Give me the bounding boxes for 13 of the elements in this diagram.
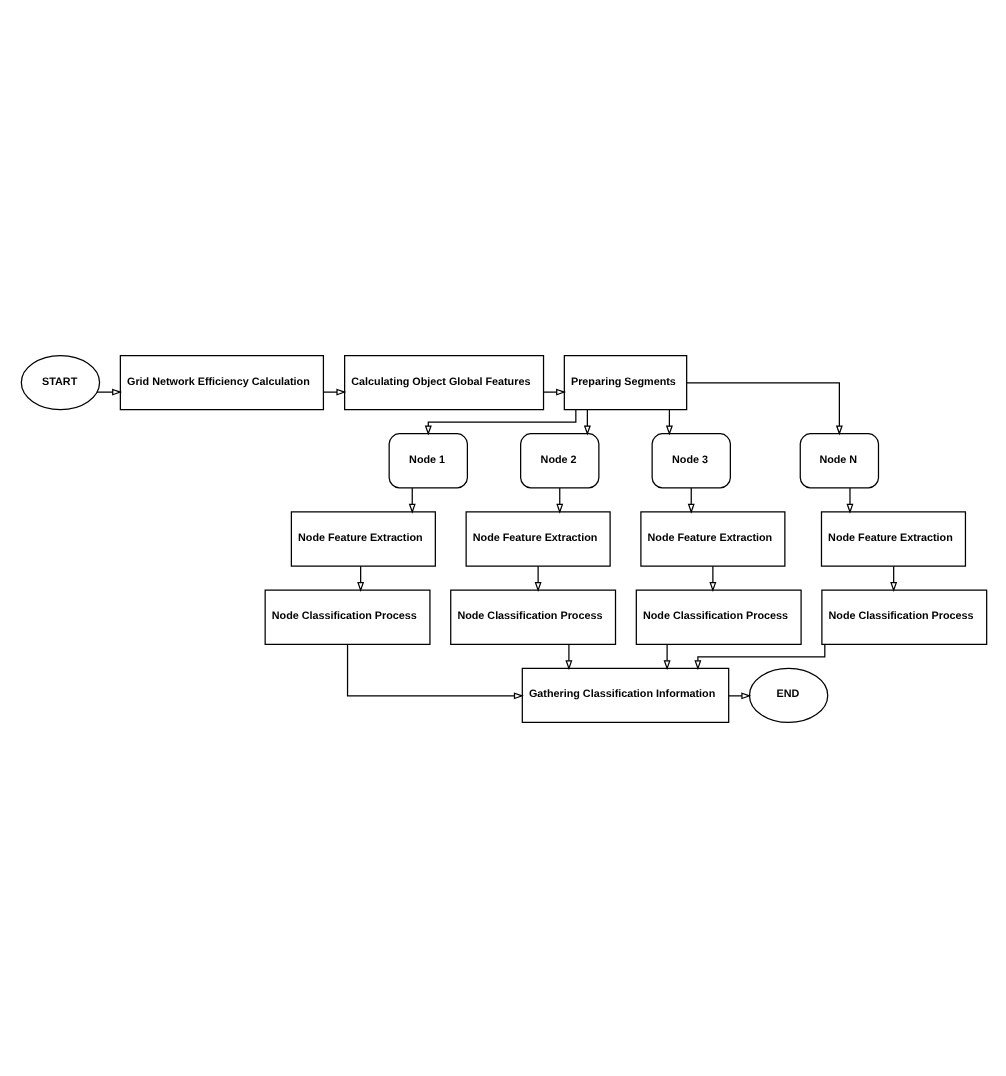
arrow bbox=[685, 381, 842, 435]
arrow bbox=[95, 387, 122, 395]
arrow bbox=[693, 642, 825, 670]
arrow bbox=[345, 642, 523, 699]
arrow bbox=[845, 486, 853, 513]
arrow bbox=[541, 387, 566, 395]
arrow bbox=[321, 387, 346, 395]
arrow bbox=[727, 691, 751, 699]
arrow bbox=[662, 642, 670, 670]
arrow bbox=[533, 564, 541, 592]
arrow bbox=[423, 408, 576, 435]
arrow bbox=[708, 564, 716, 592]
arrow bbox=[564, 642, 572, 670]
